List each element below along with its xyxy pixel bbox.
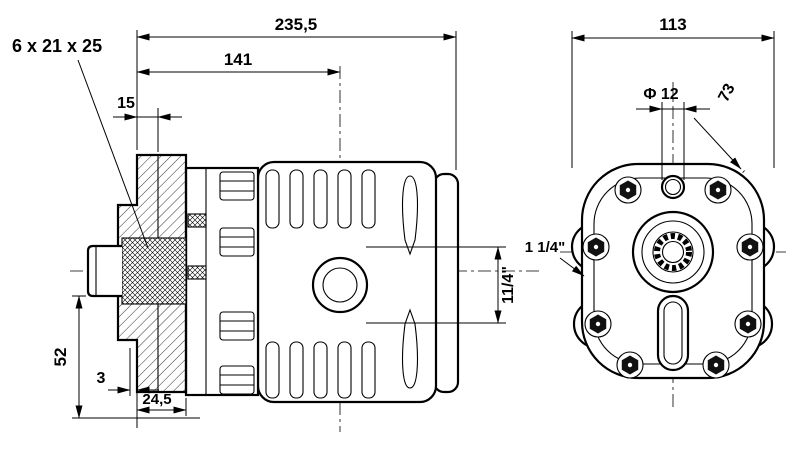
body-rib xyxy=(265,341,280,399)
seal-ring xyxy=(187,213,207,228)
spline-teeth xyxy=(654,233,692,271)
hex-bolt xyxy=(584,310,612,338)
body-rib xyxy=(361,169,376,229)
side-view: 235,5 141 15 6 x 21 x 25 52 3 xyxy=(12,15,542,432)
splined-shaft-section xyxy=(121,237,187,305)
rib-taper xyxy=(401,308,419,389)
extension-lines xyxy=(661,102,685,180)
extension-lines xyxy=(366,246,506,324)
pilot-hole-inner xyxy=(664,178,682,196)
spline-inner xyxy=(661,240,685,264)
side-port-bore xyxy=(322,267,358,303)
extension-lines xyxy=(571,31,775,168)
drive-shaft xyxy=(86,244,122,298)
dim-width-label: 113 xyxy=(659,15,686,34)
shaft-seal xyxy=(187,213,207,228)
body-rib xyxy=(313,169,328,229)
body-rib xyxy=(337,169,352,229)
dim-height: 52 xyxy=(51,295,200,419)
mounting-bolt-side xyxy=(219,227,255,257)
hex-bolt xyxy=(704,176,732,204)
hex-bolt xyxy=(614,176,642,204)
body-rib xyxy=(337,341,352,399)
dim-overall-length-label: 235,5 xyxy=(275,15,318,34)
front-port-size-label: 1 1/4" xyxy=(525,239,565,256)
front-plate xyxy=(184,166,260,397)
side-port-boss xyxy=(311,256,369,314)
leader-line xyxy=(693,117,742,170)
bolt-facets xyxy=(220,320,254,332)
hex-bolt xyxy=(736,233,764,261)
dim-flange-depth: 24,5 xyxy=(136,391,187,416)
body-rib xyxy=(265,169,280,229)
spline-spec-label: 6 x 21 x 25 xyxy=(12,36,102,56)
hex-bolt xyxy=(582,233,610,261)
dim-overall-length: 235,5 xyxy=(136,15,457,170)
shaft-seal xyxy=(187,265,207,280)
dim-pilot-hole: Φ 12 xyxy=(636,86,710,180)
bolt-head xyxy=(219,365,255,395)
mounting-bolt-side xyxy=(219,365,255,395)
front-port-callout: 1 1/4" xyxy=(525,239,585,277)
diagonal-spacing-label: 73 xyxy=(715,81,738,105)
dim-diagonal-spacing: 73 xyxy=(693,81,742,170)
bolt-head xyxy=(219,311,255,341)
dim-length-to-port-label: 141 xyxy=(224,50,252,69)
dim-flange-step-label: 15 xyxy=(117,95,135,112)
front-view: 113 Φ 12 73 1 1/4" xyxy=(525,15,786,408)
dim-gap-label: 3 xyxy=(97,370,106,387)
body-rib xyxy=(289,341,304,399)
leader-line xyxy=(77,59,149,249)
bolt-facets xyxy=(220,180,254,192)
body-rib xyxy=(313,341,328,399)
extension-lines xyxy=(137,108,159,152)
dim-flange-depth-label: 24,5 xyxy=(142,391,171,408)
bottom-slot xyxy=(656,294,690,372)
body-rib xyxy=(289,169,304,229)
spline-callout: 6 x 21 x 25 xyxy=(12,36,149,249)
bolt-head xyxy=(219,171,255,201)
bore-inner-edge xyxy=(641,220,705,284)
dim-flange-step: 15 xyxy=(113,95,182,152)
hex-bolt xyxy=(734,310,762,338)
pilot-hole-diameter-label: Φ 12 xyxy=(643,86,678,103)
dim-length-to-port: 141 xyxy=(136,50,341,76)
bolt-facets xyxy=(220,374,254,386)
extension-lines xyxy=(136,30,457,170)
bolt-facets xyxy=(220,236,254,248)
leader-line xyxy=(559,257,585,277)
mounting-bolt-side xyxy=(219,311,255,341)
dim-side-port: 11/4" xyxy=(366,246,517,324)
body-rib xyxy=(361,341,376,399)
pump-side-geometry xyxy=(86,153,460,404)
mounting-bolt-side xyxy=(219,171,255,201)
dim-width: 113 xyxy=(571,15,775,168)
pump-front-geometry xyxy=(570,162,776,380)
bolt-head xyxy=(219,227,255,257)
side-port-size-label: 11/4" xyxy=(500,266,517,304)
bottom-slot-inner xyxy=(663,301,683,365)
dim-height-label: 52 xyxy=(51,348,70,367)
hex-bolt xyxy=(702,351,730,379)
hex-bolt xyxy=(616,351,644,379)
rib-taper xyxy=(401,175,419,256)
rear-cover xyxy=(432,172,460,394)
seal-ring xyxy=(187,265,207,280)
